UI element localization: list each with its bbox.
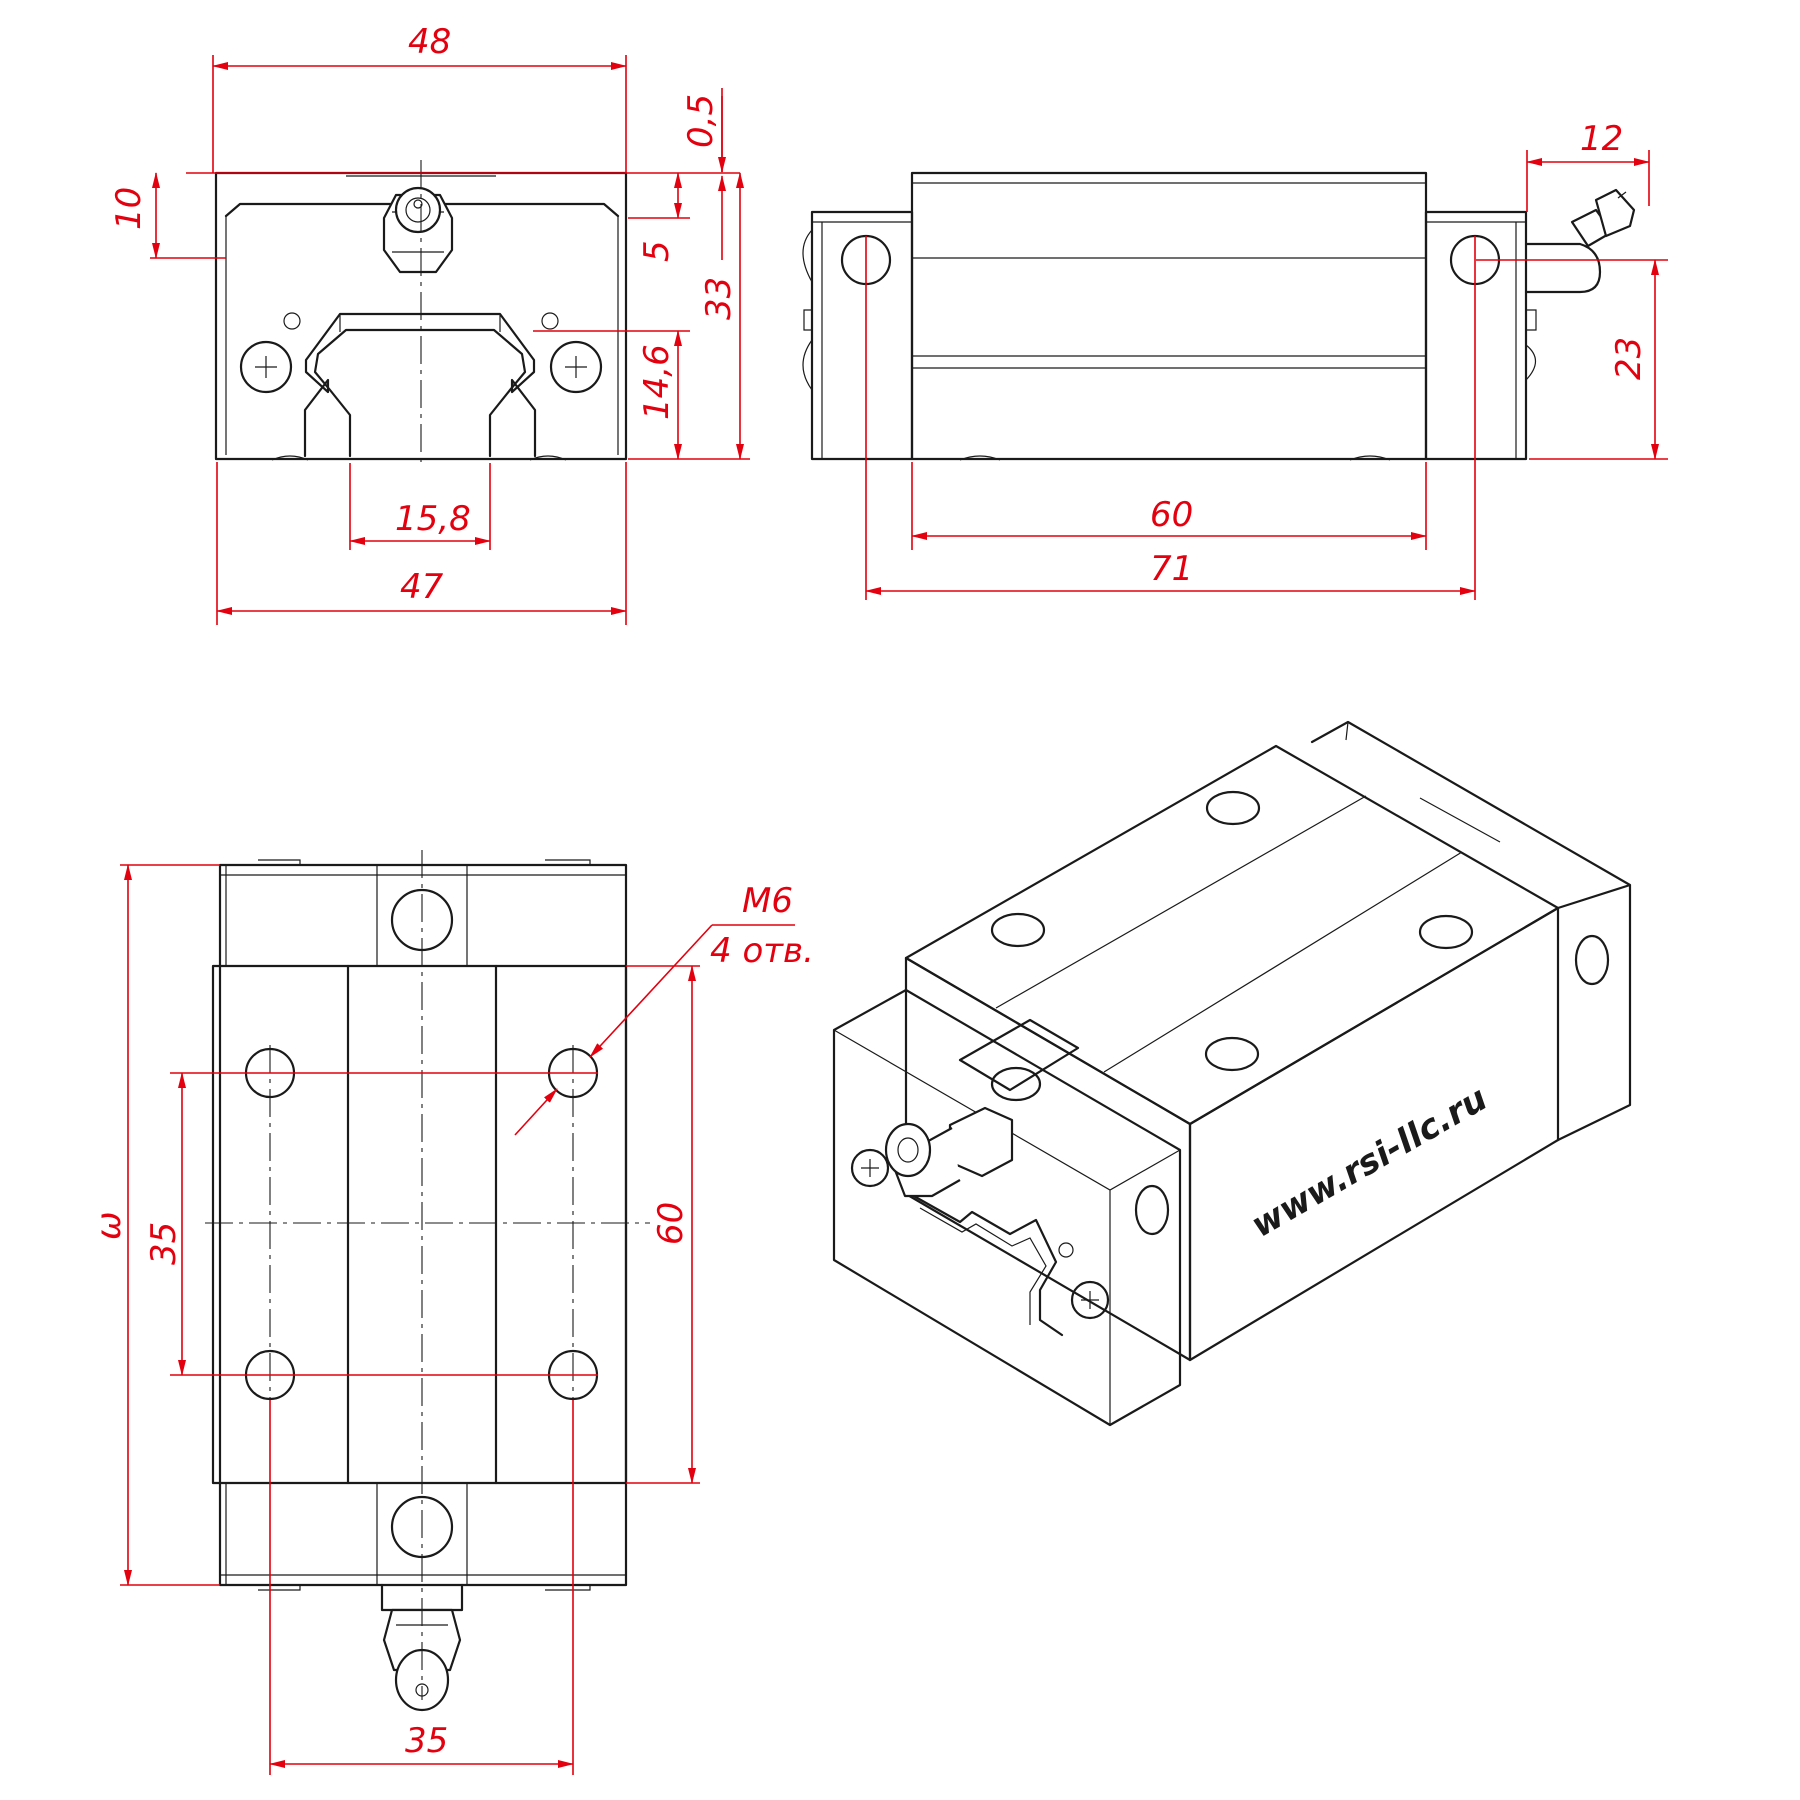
iso-rail-profile <box>910 1193 1064 1337</box>
dim-width-top: 48 <box>408 22 451 62</box>
iso-holes <box>990 790 1610 1236</box>
isometric-view: www.rsi-llc.ru <box>832 720 1632 1427</box>
dim-height-10: 10 <box>109 187 149 230</box>
side-grease-nipple <box>1524 188 1636 294</box>
website-label: www.rsi-llc.ru <box>1245 1079 1495 1246</box>
top-view: M6 4 отв. ω 35 60 35 <box>89 850 814 1775</box>
thread-label: M6 <box>742 881 793 921</box>
front-view: 48 10 0,5 5 33 14,6 15,8 47 <box>109 22 750 625</box>
front-bottom-screws <box>271 455 567 461</box>
side-view: 12 23 60 71 <box>802 119 1668 600</box>
dim-holes-71: 71 <box>1150 549 1193 589</box>
front-screw-right <box>549 340 603 394</box>
side-dimensions <box>865 150 1668 600</box>
top-view-body <box>211 859 628 1591</box>
dim-height-23: 23 <box>1609 337 1649 380</box>
dim-rail-width: 15,8 <box>395 499 471 539</box>
dim-width-bottom: 47 <box>400 567 444 607</box>
iso-grease-nipple <box>884 1106 1014 1198</box>
front-grease-nipple <box>382 186 454 274</box>
dim-height-05: 0,5 <box>681 94 721 148</box>
front-screw-left <box>239 340 293 394</box>
iso-block-body <box>832 720 1632 1427</box>
iso-pin <box>1058 1242 1074 1258</box>
dim-height-5: 5 <box>637 240 677 262</box>
iso-screw-left <box>850 1148 890 1188</box>
iso-screw-right <box>1070 1280 1110 1320</box>
dim-height-33: 33 <box>699 277 739 320</box>
dim-hole-pitch-35: 35 <box>144 1222 184 1265</box>
front-pin-right <box>541 312 559 330</box>
dim-hole-spacing-35: 35 <box>405 1721 448 1761</box>
top-dimensions <box>120 864 795 1775</box>
side-view-body <box>802 171 1537 461</box>
front-pin-left <box>283 312 301 330</box>
front-dimensions <box>150 55 750 625</box>
dim-nipple-12: 12 <box>1580 119 1623 159</box>
dim-body-length-60: 60 <box>651 1202 691 1245</box>
holes-count-label: 4 отв. <box>710 931 814 971</box>
dim-total-length: ω <box>89 1212 129 1240</box>
top-centerlines <box>205 850 650 1700</box>
side-bottom-screws <box>959 455 1391 461</box>
dim-height-146: 14,6 <box>637 344 677 420</box>
dim-body-60: 60 <box>1150 495 1193 535</box>
